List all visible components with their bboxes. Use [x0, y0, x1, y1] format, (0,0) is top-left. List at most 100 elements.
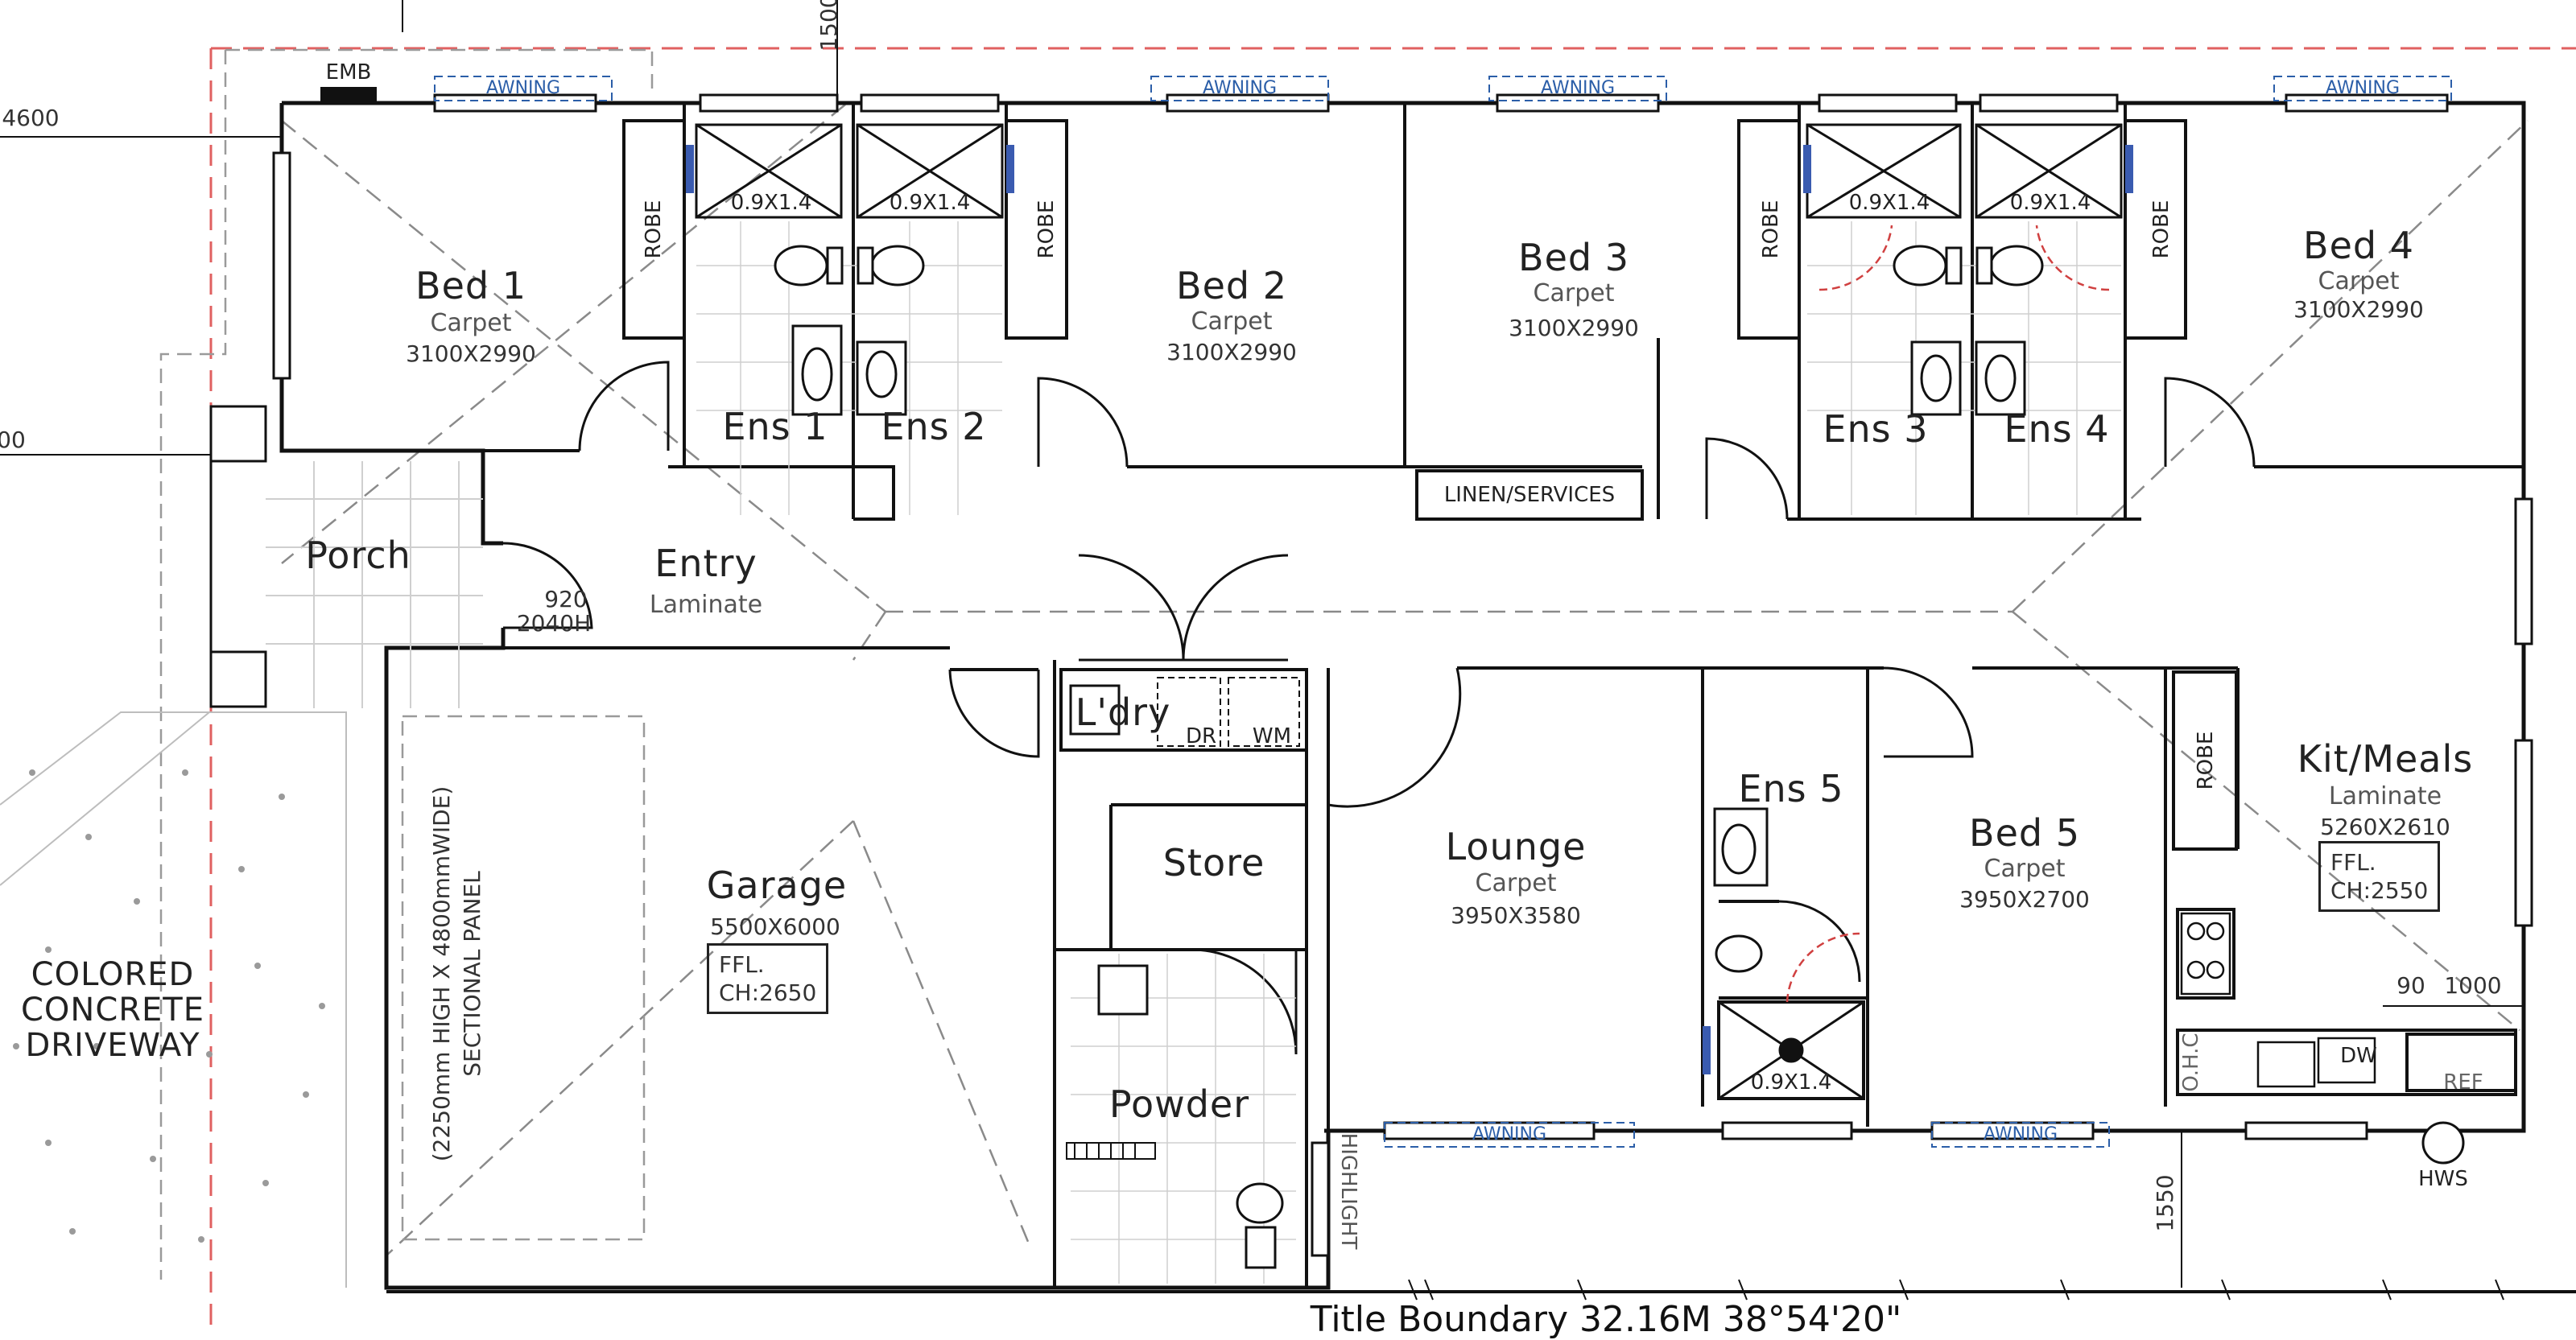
awning-label-bed1: AWNING — [485, 78, 561, 98]
eave-outline — [159, 48, 654, 1280]
ens5-name: Ens 5 — [1738, 767, 1844, 810]
dishwasher-label: DW — [2340, 1044, 2377, 1068]
bed1-size: 3100X2990 — [406, 340, 536, 367]
ens1-name: Ens 1 — [722, 405, 828, 448]
dim-1000: 1000 — [2444, 972, 2502, 999]
entry-name: Entry — [654, 542, 758, 585]
garage-ffl-box: FFL. CH:2650 — [707, 943, 829, 1014]
awning-label-bed4: AWNING — [2325, 78, 2401, 98]
highlight-window-label: HIGHLIGHT — [1336, 1132, 1360, 1250]
lounge-size: 3950X3580 — [1451, 902, 1581, 929]
bed4-name: Bed 4 — [2303, 224, 2414, 267]
door-height: 2040H — [516, 610, 592, 637]
robe-label-bed4: ROBE — [2149, 200, 2174, 259]
interior-walls — [282, 103, 2524, 1288]
robe-label-bed1: ROBE — [642, 200, 666, 259]
shower-size-ens4: 0.9X1.4 — [2009, 191, 2091, 215]
garage-door-outline — [401, 715, 646, 1241]
linen-services-label: LINEN/SERVICES — [1443, 483, 1616, 507]
porch-name: Porch — [305, 534, 411, 577]
washing-machine-label: WM — [1252, 724, 1292, 748]
bed2-size: 3100X2990 — [1166, 339, 1297, 365]
bed1-finish: Carpet — [430, 309, 512, 337]
porch-tiles — [266, 461, 483, 708]
awnings — [434, 76, 2452, 1148]
shower-size-ens1: 0.9X1.4 — [730, 191, 812, 215]
ldry-name: L'dry — [1075, 691, 1171, 734]
driveway-line3: DRIVEWAY — [25, 1027, 200, 1064]
awning-label-bed5: AWNING — [1983, 1124, 2058, 1144]
store-name: Store — [1162, 841, 1265, 884]
dimension-lines — [0, 0, 2524, 1288]
exterior-walls — [279, 101, 2526, 1290]
site-boundary-lines — [209, 47, 2576, 1330]
kitmeals-ch: CH:2550 — [2330, 877, 2429, 904]
kitmeals-ffl-box: FFL. CH:2550 — [2318, 841, 2441, 912]
garage-door-line2: SECTIONAL PANEL — [459, 871, 485, 1077]
bed5-name: Bed 5 — [1969, 811, 2080, 855]
driveway-line1: COLORED — [31, 956, 195, 993]
lounge-name: Lounge — [1445, 825, 1587, 868]
driveway-label: COLORED CONCRETE DRIVEWAY — [21, 957, 204, 1063]
kitmeals-size: 5260X2610 — [2320, 814, 2450, 840]
dim-1500: 1500 — [815, 0, 842, 52]
bed3-finish: Carpet — [1533, 279, 1615, 307]
robe-door-marks — [686, 145, 2133, 1074]
garage-size: 5500X6000 — [710, 913, 840, 940]
robe-label-bed2: ROBE — [1034, 200, 1059, 259]
shower-size-ens2: 0.9X1.4 — [889, 191, 971, 215]
shower-size-ens5: 0.9X1.4 — [1750, 1070, 1832, 1095]
garage-ch: CH:2650 — [719, 979, 817, 1006]
awning-label-bed3: AWNING — [1540, 78, 1616, 98]
overhead-cupboard-label: O.H.C — [2179, 1033, 2203, 1092]
sanitary-fixtures — [774, 245, 2465, 1269]
powder-vanity — [1066, 1142, 1156, 1160]
driveway-line2: CONCRETE — [20, 992, 205, 1029]
driveway-speckles — [13, 769, 325, 1243]
shower-door-arcs — [1785, 225, 2110, 1003]
robe-label-bed5: ROBE — [2194, 731, 2218, 790]
entry-finish: Laminate — [649, 591, 763, 619]
bed5-finish: Carpet — [1984, 855, 2066, 883]
garage-door-spec: (2250mm HIGH X 4800mmWIDE) SECTIONAL PAN… — [428, 785, 485, 1162]
fridge-label: REF — [2443, 1070, 2483, 1095]
cooktop — [2180, 912, 2231, 996]
driveway-area — [0, 711, 347, 1288]
boundary-ticks — [1408, 1279, 2504, 1301]
title-boundary-label: Title Boundary 32.16M 38°54'20" — [1310, 1299, 1902, 1340]
garage-ffl: FFL. — [719, 951, 765, 978]
shower-size-ens3: 0.9X1.4 — [1848, 191, 1930, 215]
bed2-name: Bed 2 — [1176, 264, 1287, 307]
door-swings — [502, 361, 2256, 1055]
bed2-finish: Carpet — [1191, 307, 1273, 336]
awning-label-lounge: AWNING — [1472, 1124, 1547, 1144]
ens2-name: Ens 2 — [881, 405, 987, 448]
ens4-name: Ens 4 — [2004, 407, 2110, 451]
porch-outline — [209, 405, 267, 708]
laundry-appliances — [1157, 677, 1300, 747]
bed5-size: 3950X2700 — [1959, 886, 2090, 913]
powder-name: Powder — [1108, 1082, 1250, 1126]
dim-1550: 1550 — [2152, 1174, 2178, 1232]
dim-90: 90 — [2396, 972, 2425, 999]
bed4-size: 3100X2990 — [2293, 296, 2424, 323]
kitmeals-finish: Laminate — [2328, 782, 2442, 810]
garage-door-line1: (2250mm HIGH X 4800mmWIDE) — [428, 785, 455, 1162]
kitchen-sink — [2256, 1037, 2376, 1088]
bed3-name: Bed 3 — [1518, 236, 1629, 279]
emb-box — [320, 87, 377, 101]
dryer-label: DR — [1185, 724, 1217, 748]
bed3-size: 3100X2990 — [1509, 315, 1639, 341]
bed1-name: Bed 1 — [415, 264, 526, 307]
garage-name: Garage — [706, 864, 848, 907]
dim-00: 00 — [0, 427, 26, 453]
ens3-name: Ens 3 — [1823, 407, 1929, 451]
kitmeals-ffl: FFL. — [2330, 849, 2376, 876]
lounge-finish: Carpet — [1475, 869, 1557, 897]
awning-label-bed2: AWNING — [1202, 78, 1278, 98]
robe-label-bed3: ROBE — [1759, 200, 1783, 259]
kitmeals-name: Kit/Meals — [2297, 737, 2474, 781]
emb-label: EMB — [325, 60, 372, 85]
bed4-finish: Carpet — [2318, 267, 2400, 295]
